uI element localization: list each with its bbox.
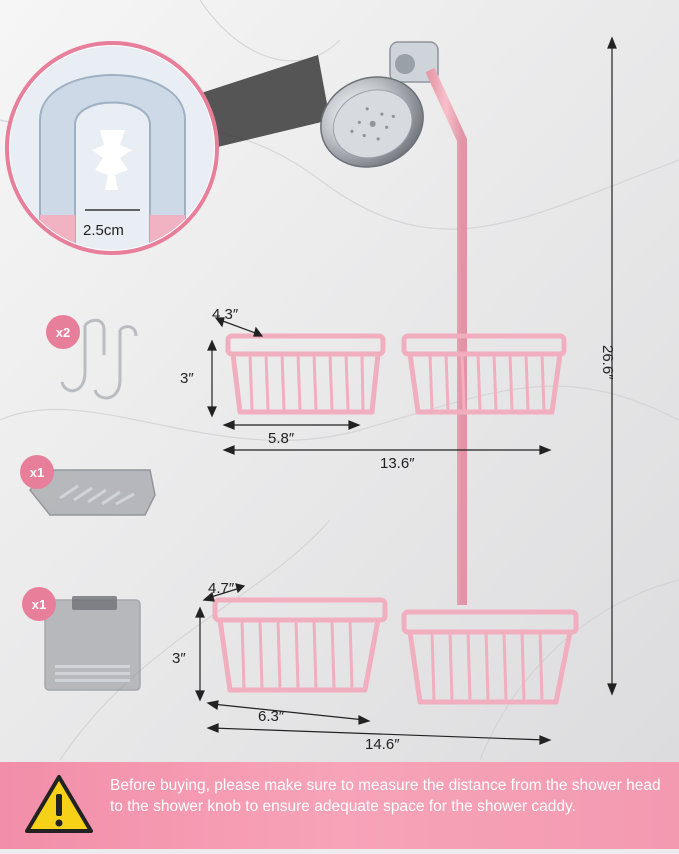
bottom-basket-width-label: 6.3″ bbox=[258, 708, 285, 725]
top-basket-width-label: 5.8″ bbox=[268, 430, 295, 447]
top-depth-label: 4.3″ bbox=[212, 306, 239, 323]
bottom-height-label: 3″ bbox=[172, 650, 186, 667]
warning-icon bbox=[25, 775, 93, 833]
overall-height-label: 26.6″ bbox=[599, 345, 616, 380]
bottom-depth-label: 4.7″ bbox=[208, 580, 235, 597]
top-height-label: 3″ bbox=[180, 370, 194, 387]
warning-text: Before buying, please make sure to measu… bbox=[110, 777, 661, 815]
hook-count-badge: x2 bbox=[46, 315, 80, 349]
bottom-total-width-label: 14.6″ bbox=[365, 736, 400, 753]
warning-banner: Before buying, please make sure to measu… bbox=[0, 762, 679, 849]
soap-dish-count-badge: x1 bbox=[20, 455, 54, 489]
soap-dish-icon bbox=[28, 469, 156, 516]
hook-gap-label: 2.5cm bbox=[83, 222, 124, 239]
top-total-width-label: 13.6″ bbox=[380, 455, 415, 472]
hook-icon bbox=[60, 318, 138, 400]
cup-holder-count-badge: x1 bbox=[22, 587, 56, 621]
cup-holder-icon bbox=[44, 596, 141, 691]
